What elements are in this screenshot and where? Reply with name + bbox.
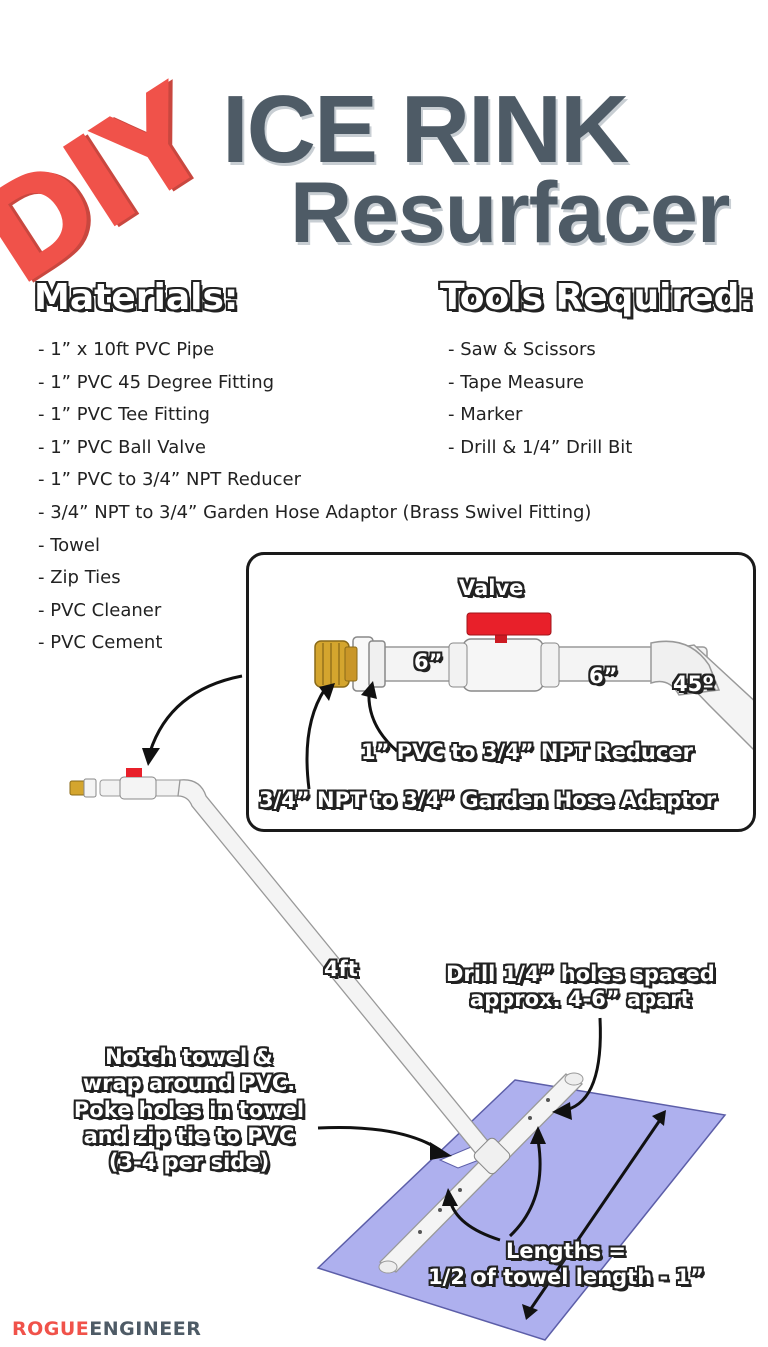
list-item: - 1” PVC 45 Degree Fitting	[38, 371, 275, 393]
pipe-length-label: 4ft	[324, 957, 358, 981]
list-item: - Towel	[38, 534, 100, 556]
list-item: - PVC Cement	[38, 632, 163, 654]
list-item: - 1” x 10ft PVC Pipe	[38, 339, 215, 360]
list-item: - Drill & 1/4” Drill Bit	[448, 436, 633, 458]
title-line-1: ICE RINK	[222, 76, 629, 183]
brand-part-2: ENGINEER	[89, 1318, 202, 1340]
notch-line: and zip tie to PVC	[83, 1123, 295, 1148]
notch-towel-label: Notch towel & wrap around PVC. Poke hole…	[64, 1044, 314, 1175]
materials-heading: Materials:	[34, 277, 239, 318]
tools-list: - Saw & Scissors - Tape Measure - Marker…	[448, 334, 632, 464]
reducer-label: 1” PVC to 3/4” NPT Reducer	[361, 740, 693, 764]
list-item: - Zip Ties	[38, 567, 121, 589]
list-item: - Saw & Scissors	[448, 339, 596, 360]
drill-holes-line-2: approx. 4-6” apart	[470, 987, 691, 1012]
list-item: - 3/4” NPT to 3/4” Garden Hose Adaptor (…	[38, 501, 592, 523]
drill-holes-line-1: Drill 1/4” holes spaced	[446, 962, 715, 986]
valve-detail-callout: Valve 6” 6” 45º 1” PVC to 3/4” NPT Reduc…	[246, 552, 756, 832]
notch-line: Poke holes in towel	[73, 1097, 305, 1122]
lengths-line-2: 1/2 of towel length - 1”	[428, 1265, 704, 1290]
length-6in-left-label: 6”	[414, 650, 443, 674]
drill-holes-label: Drill 1/4” holes spaced approx. 4-6” apa…	[446, 962, 715, 1012]
brand-part-1: ROGUE	[12, 1318, 90, 1340]
notch-line: (3-4 per side)	[108, 1150, 270, 1174]
towel	[316, 1079, 727, 1341]
brand-logo: ROGUEENGINEER	[12, 1318, 201, 1340]
list-item: - 1” PVC Tee Fitting	[38, 404, 210, 426]
valve-assembly-illustration	[305, 612, 753, 790]
materials-list: - 1” x 10ft PVC Pipe - 1” PVC 45 Degree …	[38, 334, 591, 660]
list-item: - 1” PVC to 3/4” NPT Reducer	[38, 469, 301, 491]
valve-label: Valve	[459, 576, 524, 600]
angle-45-label: 45º	[673, 672, 715, 696]
title-line-2: Resurfacer	[290, 165, 730, 261]
list-item: - 1” PVC Ball Valve	[38, 436, 206, 458]
list-item: - PVC Cleaner	[38, 599, 162, 621]
lengths-line-1: Lengths =	[505, 1239, 626, 1263]
list-item: - Tape Measure	[448, 371, 584, 393]
tools-heading: Tools Required:	[440, 277, 754, 318]
notch-line: wrap around PVC.	[82, 1071, 296, 1096]
list-item: - Marker	[448, 404, 523, 426]
adaptor-label: 3/4” NPT to 3/4” Garden Hose Adaptor	[259, 788, 717, 812]
notch-line: Notch towel &	[105, 1045, 273, 1069]
lengths-label: Lengths = 1/2 of towel length - 1”	[418, 1238, 714, 1291]
length-6in-right-label: 6”	[589, 664, 618, 688]
